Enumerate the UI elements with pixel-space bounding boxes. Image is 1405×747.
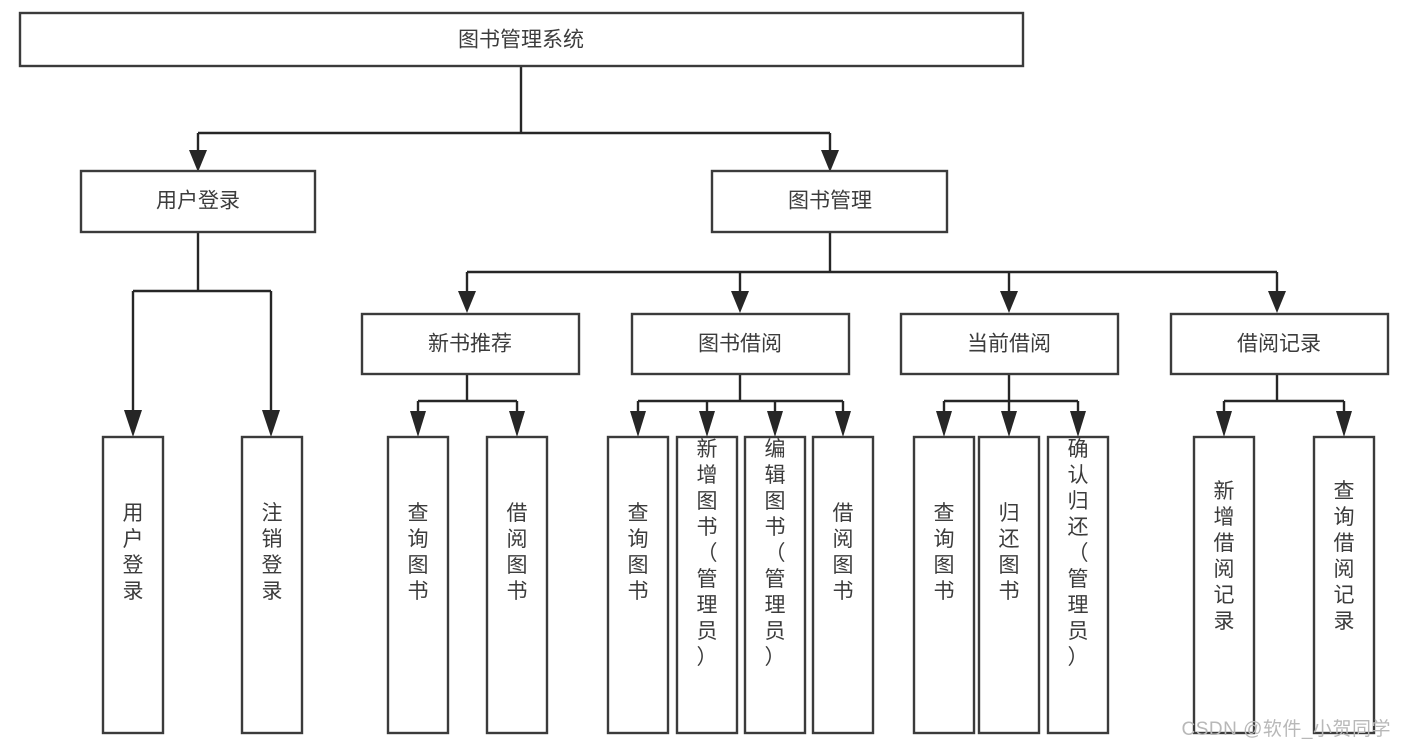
leaf-newbooks-borrow-box[interactable] (485, 435, 549, 735)
arrowhead-user-leaf-1 (124, 410, 142, 437)
node-book-management-label: 图书管理 (788, 190, 872, 213)
arrowhead-current-leaf-3 (1070, 411, 1086, 437)
arrowhead-currentborrow (1000, 291, 1018, 313)
arrowhead-newbooks-leaf-1 (410, 411, 426, 437)
leaf-logout-box[interactable] (240, 435, 304, 735)
leaf-newbooks-query-label: 查询图书 (408, 502, 429, 603)
leaf-newbooks-borrow-label: 借阅图书 (507, 502, 528, 603)
leaf-node[interactable]: 确认归还（管理员） (1046, 435, 1110, 735)
leaf-records-add-label: 新增借阅记录 (1214, 480, 1235, 633)
arrowhead-current-leaf-2 (1001, 411, 1017, 437)
leaf-node[interactable]: 归还图书 (977, 435, 1041, 735)
leaf-node[interactable]: 注销登录 (240, 435, 304, 735)
leaf-user-login-box[interactable] (101, 435, 165, 735)
leaf-current-query-label: 查询图书 (934, 502, 955, 603)
leaf-node[interactable]: 借阅图书 (485, 435, 549, 735)
arrowhead-borrow-leaf-4 (835, 411, 851, 437)
arrowhead-records-leaf-2 (1336, 411, 1352, 437)
leaf-borrow-borrow-label: 借阅图书 (833, 502, 854, 603)
node-root-box[interactable] (18, 11, 1025, 68)
leaf-node[interactable]: 查询借阅记录 (1312, 435, 1376, 735)
leaf-node[interactable]: 用户登录 (101, 435, 165, 735)
leaf-node[interactable]: 查询图书 (912, 435, 976, 735)
leaf-node[interactable]: 编辑图书（管理员） (743, 435, 807, 735)
node-current-borrow-box[interactable] (899, 312, 1120, 376)
node-user-login-label: 用户登录 (156, 190, 240, 213)
node-new-book-recommend[interactable]: 新书推荐 (360, 312, 581, 376)
node-user-login-box[interactable] (79, 169, 317, 234)
leaf-borrow-add-box[interactable] (675, 435, 739, 735)
leaf-current-confirm-box[interactable] (1046, 435, 1110, 735)
leaf-current-query-box[interactable] (912, 435, 976, 735)
leaf-newbooks-query-box[interactable] (386, 435, 450, 735)
node-borrow-records[interactable]: 借阅记录 (1169, 312, 1390, 376)
node-new-book-recommend-label: 新书推荐 (428, 333, 512, 356)
leaf-records-add-box[interactable] (1192, 435, 1256, 735)
arrowhead-current-leaf-1 (936, 411, 952, 437)
arrowhead-user-leaf-2 (262, 410, 280, 437)
arrowhead-user-login (189, 150, 207, 172)
node-root[interactable]: 图书管理系统 (18, 11, 1025, 68)
arrowhead-bookborrow (731, 291, 749, 313)
arrowhead-newbooks (458, 291, 476, 313)
leaf-current-confirm-label: 确认归还（管理员） (1068, 438, 1089, 669)
arrowhead-records (1268, 291, 1286, 313)
node-book-borrow-label: 图书借阅 (698, 333, 782, 356)
leaf-current-return-box[interactable] (977, 435, 1041, 735)
node-user-login[interactable]: 用户登录 (79, 169, 317, 234)
leaf-current-return-label: 归还图书 (999, 502, 1020, 603)
arrowheads-group (124, 150, 1352, 437)
leaf-node[interactable]: 查询图书 (386, 435, 450, 735)
node-new-book-recommend-box[interactable] (360, 312, 581, 376)
leaf-node[interactable]: 新增借阅记录 (1192, 435, 1256, 735)
arrowhead-borrow-leaf-1 (630, 411, 646, 437)
leaf-node[interactable]: 借阅图书 (811, 435, 875, 735)
leaf-borrow-borrow-box[interactable] (811, 435, 875, 735)
node-current-borrow[interactable]: 当前借阅 (899, 312, 1120, 376)
arrowhead-borrow-leaf-3 (767, 411, 783, 437)
node-root-label: 图书管理系统 (458, 29, 584, 52)
leaf-borrow-edit-label: 编辑图书（管理员） (765, 438, 786, 669)
leaf-borrow-query-box[interactable] (606, 435, 670, 735)
leaf-user-login-label: 用户登录 (123, 502, 144, 603)
leaf-borrow-edit-box[interactable] (743, 435, 807, 735)
node-book-management-box[interactable] (710, 169, 949, 234)
leaf-borrow-add-label: 新增图书（管理员） (697, 438, 718, 669)
leaf-borrow-query-label: 查询图书 (628, 502, 649, 603)
arrowhead-newbooks-leaf-2 (509, 411, 525, 437)
leaf-records-query-label: 查询借阅记录 (1334, 480, 1355, 633)
node-book-borrow-box[interactable] (630, 312, 851, 376)
leaf-records-query-box[interactable] (1312, 435, 1376, 735)
node-current-borrow-label: 当前借阅 (967, 333, 1051, 356)
arrowhead-borrow-leaf-2 (699, 411, 715, 437)
node-borrow-records-label: 借阅记录 (1237, 333, 1321, 356)
arrowhead-records-leaf-1 (1216, 411, 1232, 437)
leaf-node[interactable]: 新增图书（管理员） (675, 435, 739, 735)
leaf-logout-label: 注销登录 (262, 502, 283, 603)
leaf-node[interactable]: 查询图书 (606, 435, 670, 735)
arrowhead-book-mgmt (821, 150, 839, 172)
node-book-borrow[interactable]: 图书借阅 (630, 312, 851, 376)
node-book-management[interactable]: 图书管理 (710, 169, 949, 234)
node-borrow-records-box[interactable] (1169, 312, 1390, 376)
